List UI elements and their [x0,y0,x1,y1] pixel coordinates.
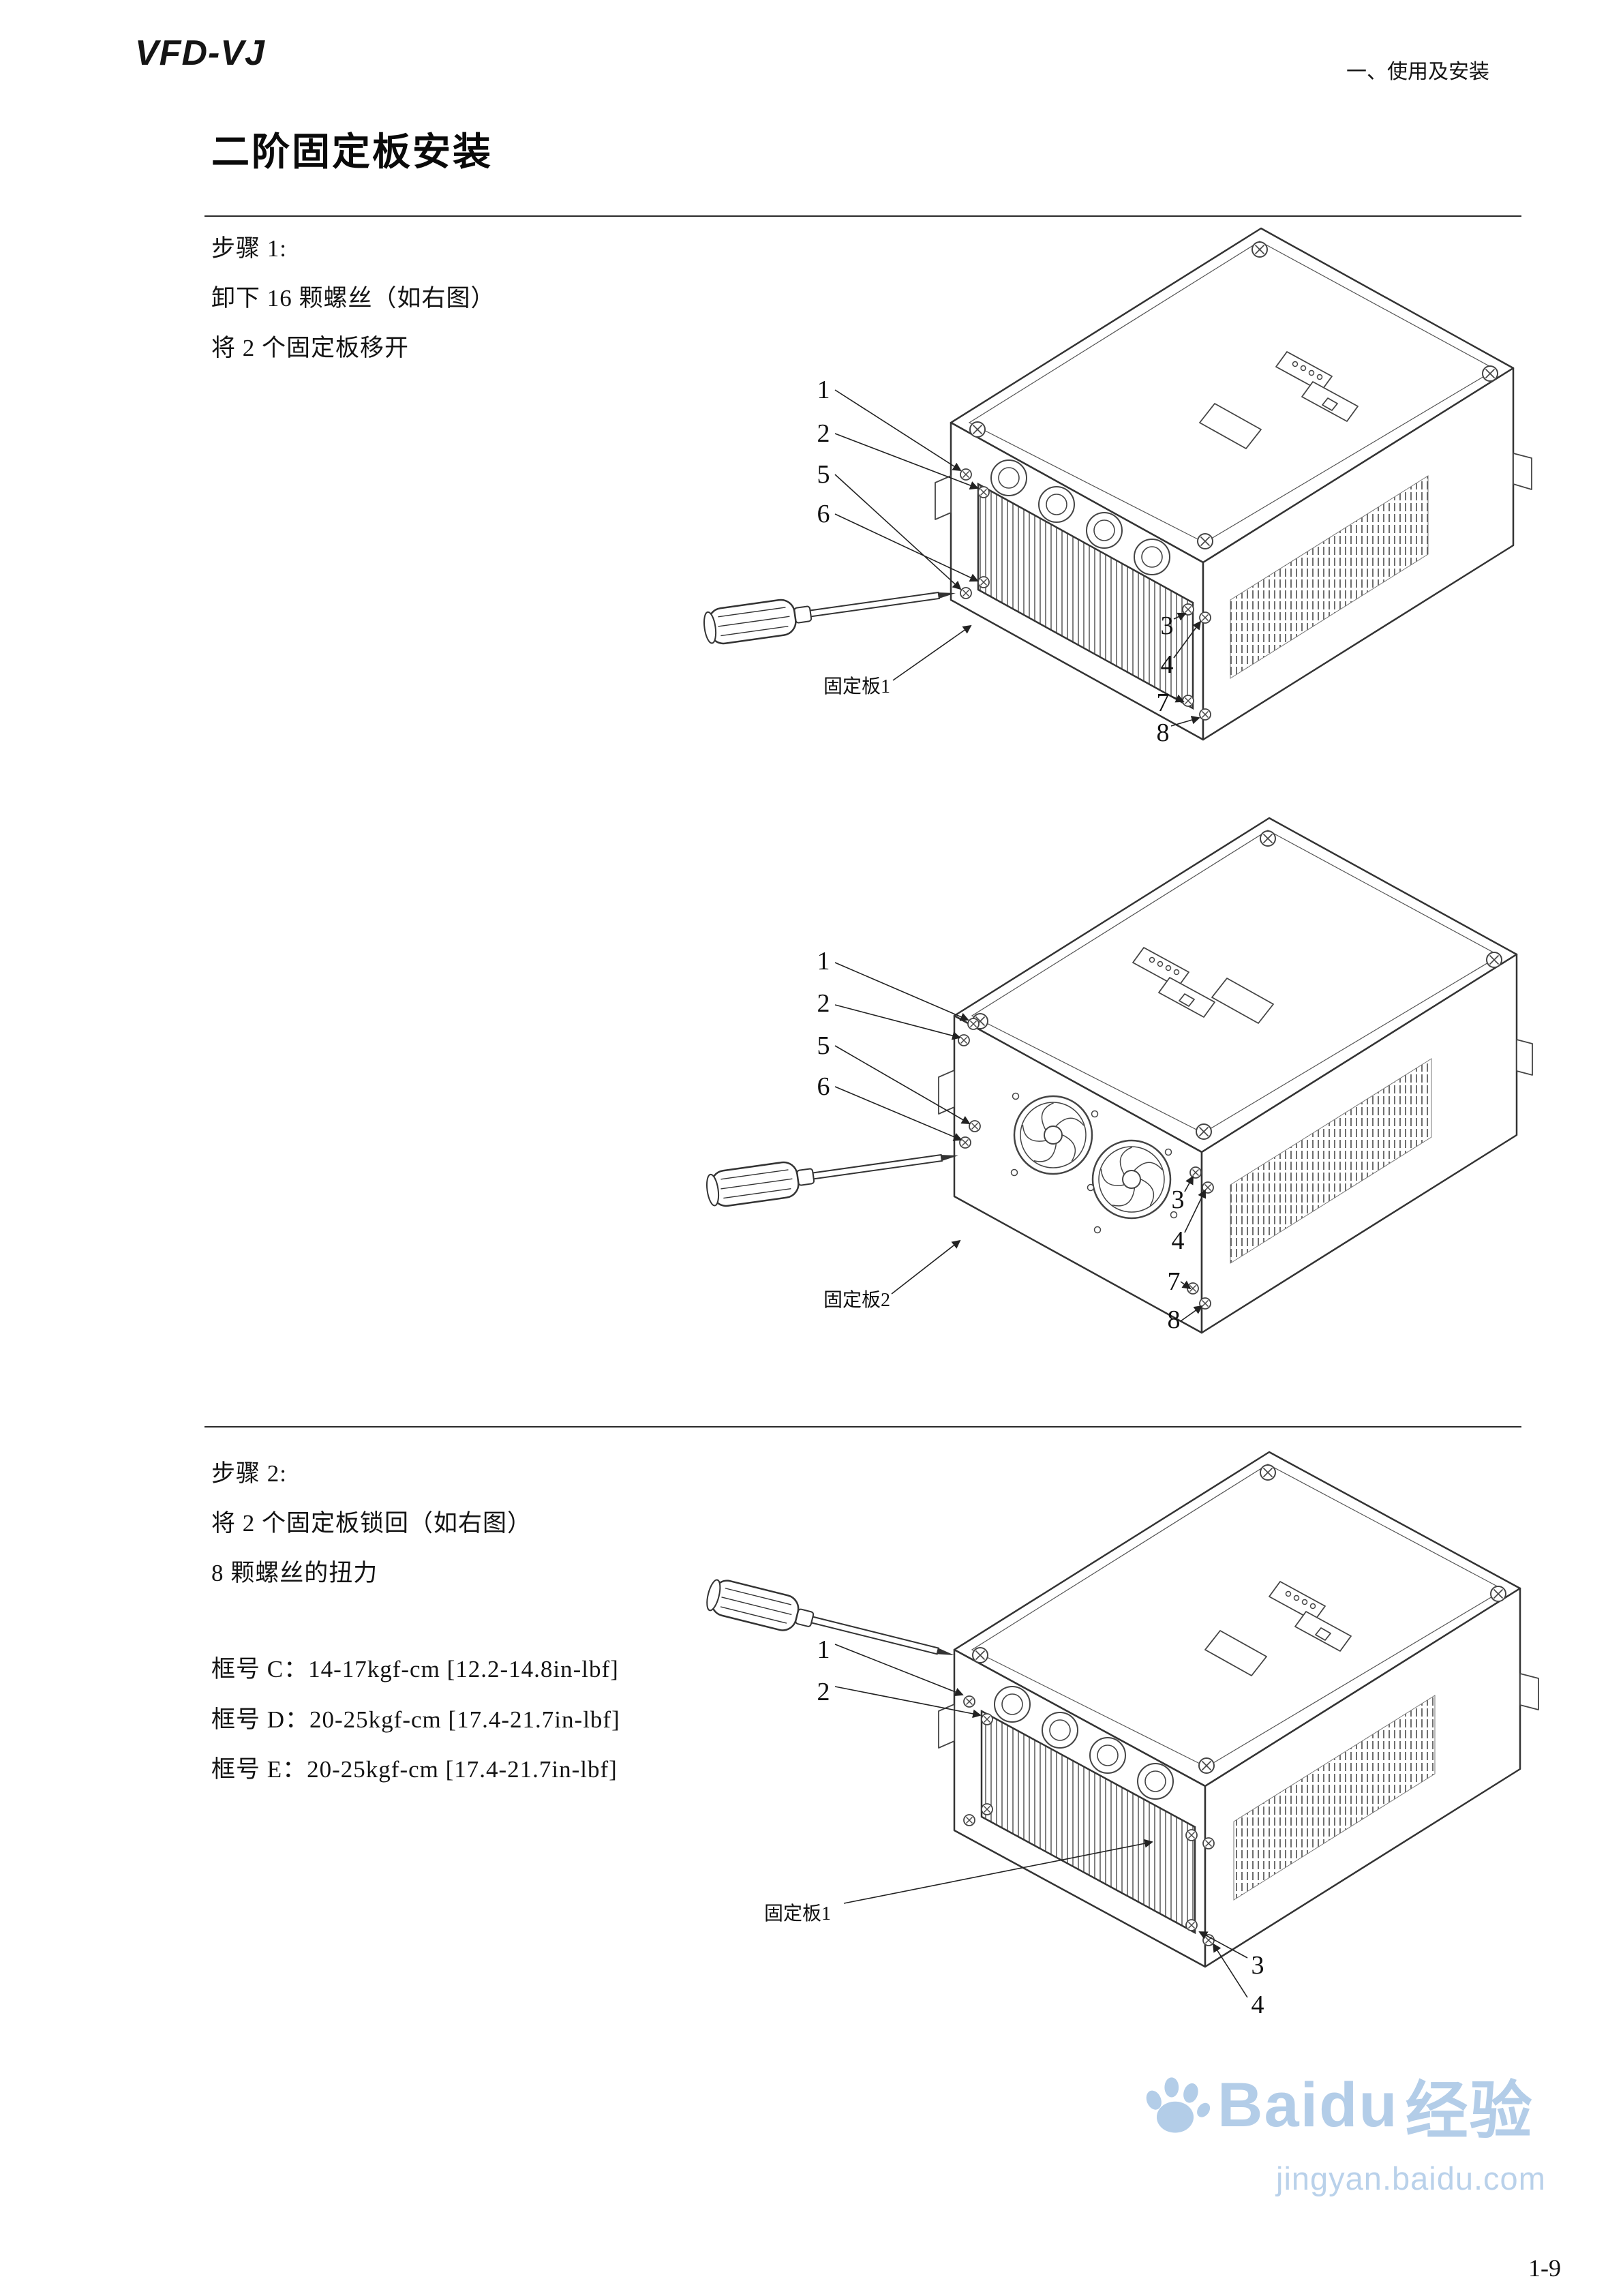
callout-number: 1 [817,947,830,976]
plate-label: 固定板1 [823,676,890,697]
fixing-plate-1 [980,1709,1196,1935]
section-divider [204,1426,1521,1428]
side-vents [1233,1695,1436,1901]
screwdriver [701,575,959,647]
callout-number: 6 [817,500,830,528]
figure-step2-plate1: 1 2 3 4 固定板1 [703,1451,1539,2019]
callout-number: 5 [817,460,830,489]
top-screw [1252,241,1268,258]
figure-step1-plate2: 1 2 5 6 3 4 7 8 固定板2 [703,817,1533,1334]
plate-label: 固定板2 [823,1289,890,1311]
watermark-suffix: 经验 [1405,2076,1534,2146]
fixing-plate-1 [977,482,1194,710]
callout-leaders [834,962,1207,1322]
step1-line1: 卸下 16 颗螺丝（如右图） [211,285,496,312]
cooling-fan [1013,1095,1093,1175]
callout-number: 4 [1161,650,1174,679]
callout-number: 8 [1168,1305,1181,1334]
step1-line2: 将 2 个固定板移开 [211,335,410,361]
side-vents [1230,475,1429,679]
watermark-brand: Baidu [1217,2070,1399,2140]
callout-leaders [834,1644,1248,1998]
callout-leaders [834,389,1202,727]
top-screw [1197,533,1213,549]
top-screw [969,421,986,438]
step1-heading: 步骤 1: [211,235,287,262]
page-title: 二阶固定板安装 [211,132,493,174]
torque-frame-c: 框号 C：14-17kgf-cm [12.2-14.8in-lbf] [211,1656,619,1682]
conduit-knockout [1086,512,1123,549]
top-panel-opening [1211,978,1274,1024]
callout-number: 6 [817,1072,830,1101]
callout-number: 4 [1172,1226,1185,1255]
step2-line2: 8 颗螺丝的扭力 [211,1560,378,1586]
callout-number: 3 [1161,611,1174,640]
step2-heading: 步骤 2: [211,1460,287,1487]
page-number: 1-9 [1528,2254,1561,2282]
top-panel-opening [1199,403,1262,449]
callout-number: 5 [817,1031,830,1060]
figure-step1-plate1: 1 2 5 6 3 4 7 8 固定板1 [701,227,1532,747]
callout-number: 7 [1157,689,1170,717]
side-vents [1230,1058,1432,1264]
watermark: Baidu 经验 [1140,2060,1534,2151]
drive-box [935,227,1532,741]
callout-number: 4 [1252,1991,1264,2019]
watermark-url: jingyan.baidu.com [1276,2160,1546,2196]
screwdriver [703,1575,960,1674]
step2-line1: 将 2 个固定板锁回（如右图） [211,1510,532,1537]
callout-number: 7 [1168,1267,1181,1296]
callout-number: 8 [1157,719,1170,747]
top-screw [1482,365,1498,382]
callout-number: 2 [817,419,830,448]
callout-number: 3 [1252,1951,1264,1980]
drive-box [938,1451,1539,1968]
cooling-fan [1091,1139,1172,1220]
callout-number: 3 [1172,1185,1185,1214]
callout-number: 1 [817,376,830,404]
torque-frame-e: 框号 E：20-25kgf-cm [17.4-21.7in-lbf] [211,1756,618,1783]
callout-number: 2 [817,989,830,1018]
title-divider [204,215,1521,217]
baidu-paw-icon [1146,2076,1211,2133]
conduit-knockout [990,459,1027,496]
screwdriver [703,1137,962,1209]
conduit-knockout [1134,539,1170,575]
callout-number: 2 [817,1678,830,1706]
brand-logo: VFD-VJ [135,33,265,73]
conduit-knockout [1038,486,1075,523]
plate-label: 固定板1 [764,1903,831,1924]
top-panel-opening [1204,1630,1267,1676]
chapter-label: 一、使用及安装 [1346,61,1489,83]
torque-frame-d: 框号 D：20-25kgf-cm [17.4-21.7in-lbf] [211,1706,620,1733]
callout-number: 1 [817,1635,830,1664]
drive-box [938,817,1533,1334]
